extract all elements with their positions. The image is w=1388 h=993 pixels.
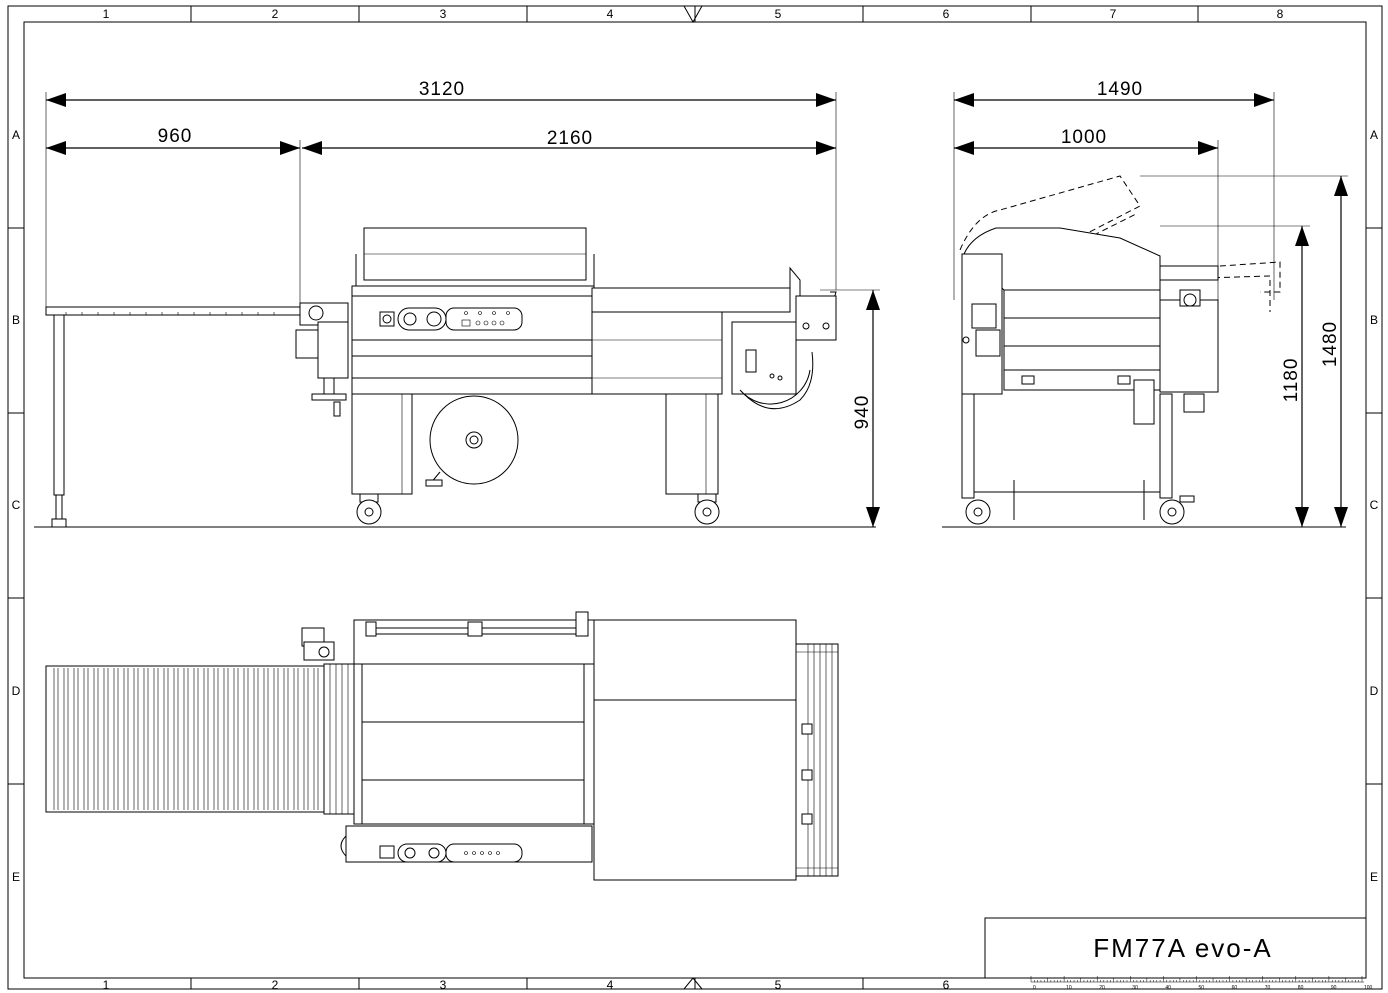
col-label: 6	[943, 7, 950, 21]
outfeed-rollers-top	[795, 643, 839, 877]
row-grid-ticks	[8, 227, 1382, 785]
row-label: D	[12, 684, 21, 698]
row-label: A	[12, 128, 20, 142]
dim-overall-depth: 1490	[1097, 79, 1143, 100]
infeed-conveyor	[45, 306, 301, 316]
col-label: 4	[607, 978, 614, 992]
control-panel-body	[351, 295, 595, 395]
side-dimensions	[953, 92, 1348, 527]
infeed-rollers	[65, 312, 275, 315]
scale-label: 0	[1033, 985, 1036, 991]
dim-height-closed: 1180	[1281, 358, 1302, 403]
column-grid-ticks	[190, 5, 1199, 990]
outfeed-cover	[731, 321, 797, 395]
casters	[356, 493, 720, 525]
column-labels-top: 1 2 3 4 5 6 7 8	[103, 7, 1284, 21]
row-label: B	[1370, 313, 1378, 327]
col-label: 7	[1110, 7, 1117, 21]
side-body	[1003, 289, 1161, 391]
front-dimensions	[45, 92, 880, 527]
col-label: 1	[103, 978, 110, 992]
outfeed-top-view	[593, 619, 797, 701]
right-leg	[665, 393, 719, 495]
scale-label: 80	[1298, 985, 1304, 991]
dim-machine-length: 2160	[547, 128, 593, 149]
scale-label: 70	[1265, 985, 1271, 991]
col-label: 5	[775, 7, 782, 21]
row-labels-right: A B C D E	[1370, 128, 1379, 884]
scale-label: 100	[1364, 985, 1373, 991]
scale-label: 30	[1132, 985, 1138, 991]
front-view: 3120 960 2160 940	[34, 79, 880, 528]
hood-open-outline	[959, 175, 1141, 277]
row-label: B	[12, 313, 20, 327]
col-label: 1	[103, 7, 110, 21]
dim-infeed-length: 960	[158, 126, 193, 147]
row-label: E	[1370, 870, 1378, 884]
left-leg	[351, 393, 413, 495]
col-label: 6	[943, 978, 950, 992]
row-label: C	[1370, 498, 1379, 512]
row-label: D	[1370, 684, 1379, 698]
col-label: 8	[1277, 7, 1284, 21]
infeed-rollers-top	[53, 668, 319, 810]
display-keypad	[445, 307, 523, 331]
col-label: 4	[607, 7, 614, 21]
control-panel-top	[345, 825, 593, 863]
dim-working-height: 940	[852, 395, 873, 430]
main-switch	[379, 311, 395, 327]
infeed-conveyor-top	[45, 665, 325, 813]
row-label: A	[1370, 128, 1378, 142]
side-leg-right	[1159, 393, 1173, 499]
scale-label: 60	[1232, 985, 1238, 991]
scale-label: 20	[1099, 985, 1105, 991]
col-label: 3	[440, 7, 447, 21]
film-reel	[429, 395, 519, 485]
col-label: 2	[272, 978, 279, 992]
title-block: FM77A evo-A	[984, 917, 1367, 979]
outfeed-body	[591, 311, 723, 395]
motor	[295, 329, 319, 359]
row-labels-left: A B C D E	[12, 128, 21, 884]
model-title: FM77A evo-A	[1093, 933, 1273, 963]
machine-top	[361, 663, 585, 825]
scale-label: 90	[1331, 985, 1337, 991]
outfeed-top	[591, 287, 791, 313]
row-label: C	[12, 498, 21, 512]
dim-height-open: 1480	[1320, 321, 1341, 367]
scale-label: 50	[1199, 985, 1205, 991]
scale-label: 10	[1066, 985, 1072, 991]
top-view	[45, 611, 839, 881]
col-label: 5	[775, 978, 782, 992]
col-label: 2	[272, 7, 279, 21]
dim-overall-length: 3120	[419, 79, 465, 100]
column-labels-bottom: 1 2 3 4 5 6	[103, 978, 950, 992]
row-label: E	[12, 870, 20, 884]
infeed-leg	[53, 314, 65, 496]
col-label: 3	[440, 978, 447, 992]
scale-bar: 0 10 20 30 40 50 60 70 80 90 100	[1030, 976, 1373, 991]
outfeed-tunnel-top	[593, 699, 797, 881]
side-leg-left	[961, 393, 975, 499]
side-view: 1490 1000 1180 1480	[942, 79, 1348, 528]
scale-label: 40	[1165, 985, 1171, 991]
dim-machine-depth: 1000	[1061, 127, 1107, 148]
